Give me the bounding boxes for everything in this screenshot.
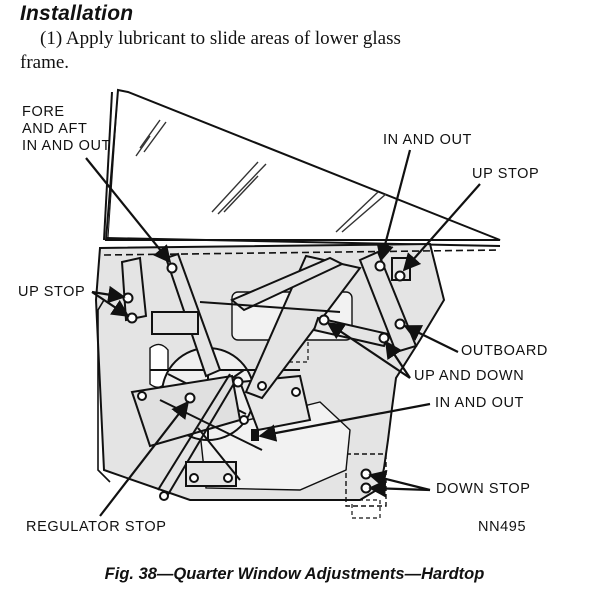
- leader-down-stop-1: [368, 470, 431, 492]
- label-up-and-down: UP AND DOWN: [414, 368, 525, 384]
- figure-caption: Fig. 38—Quarter Window Adjustments—Hardt…: [104, 565, 485, 583]
- figure-code: NN495: [478, 519, 527, 535]
- label-fore-aft-in-out: IN AND OUT: [22, 138, 111, 154]
- leader-up-stop-left-1: [91, 285, 126, 304]
- leader-up-stop-right: [402, 183, 481, 272]
- leader-outboard: [403, 325, 459, 353]
- label-in-and-out-top: IN AND OUT: [383, 132, 472, 148]
- leader-up-stop-left-2: [91, 291, 130, 317]
- leader-in-out-top: [376, 149, 412, 262]
- label-outboard: OUTBOARD: [461, 343, 548, 359]
- leader-up-down-2: [385, 340, 411, 379]
- leader-in-out-mid: [258, 402, 431, 442]
- leader-lines: [85, 149, 481, 517]
- instruction-line-2: frame.: [20, 52, 70, 73]
- quarter-window-diagram: [85, 88, 501, 519]
- section-heading: Installation: [20, 2, 134, 25]
- label-up-stop-left: UP STOP: [18, 284, 86, 300]
- label-regulator-stop: REGULATOR STOP: [26, 519, 167, 535]
- label-and-aft: AND AFT: [22, 121, 88, 137]
- instruction-step: (1) Apply lubricant to slide areas of lo…: [20, 27, 560, 75]
- leader-down-stop-2: [368, 479, 431, 498]
- label-down-stop: DOWN STOP: [436, 481, 531, 497]
- glass-pane: [103, 88, 501, 247]
- leader-up-down-1: [326, 322, 411, 379]
- instruction-line-1: (1) Apply lubricant to slide areas of lo…: [40, 28, 401, 49]
- label-up-stop-right: UP STOP: [472, 166, 540, 182]
- leader-fore-aft: [85, 157, 172, 264]
- label-in-and-out-mid: IN AND OUT: [435, 395, 524, 411]
- leader-regulator-stop: [99, 400, 190, 517]
- label-fore: FORE: [22, 104, 65, 120]
